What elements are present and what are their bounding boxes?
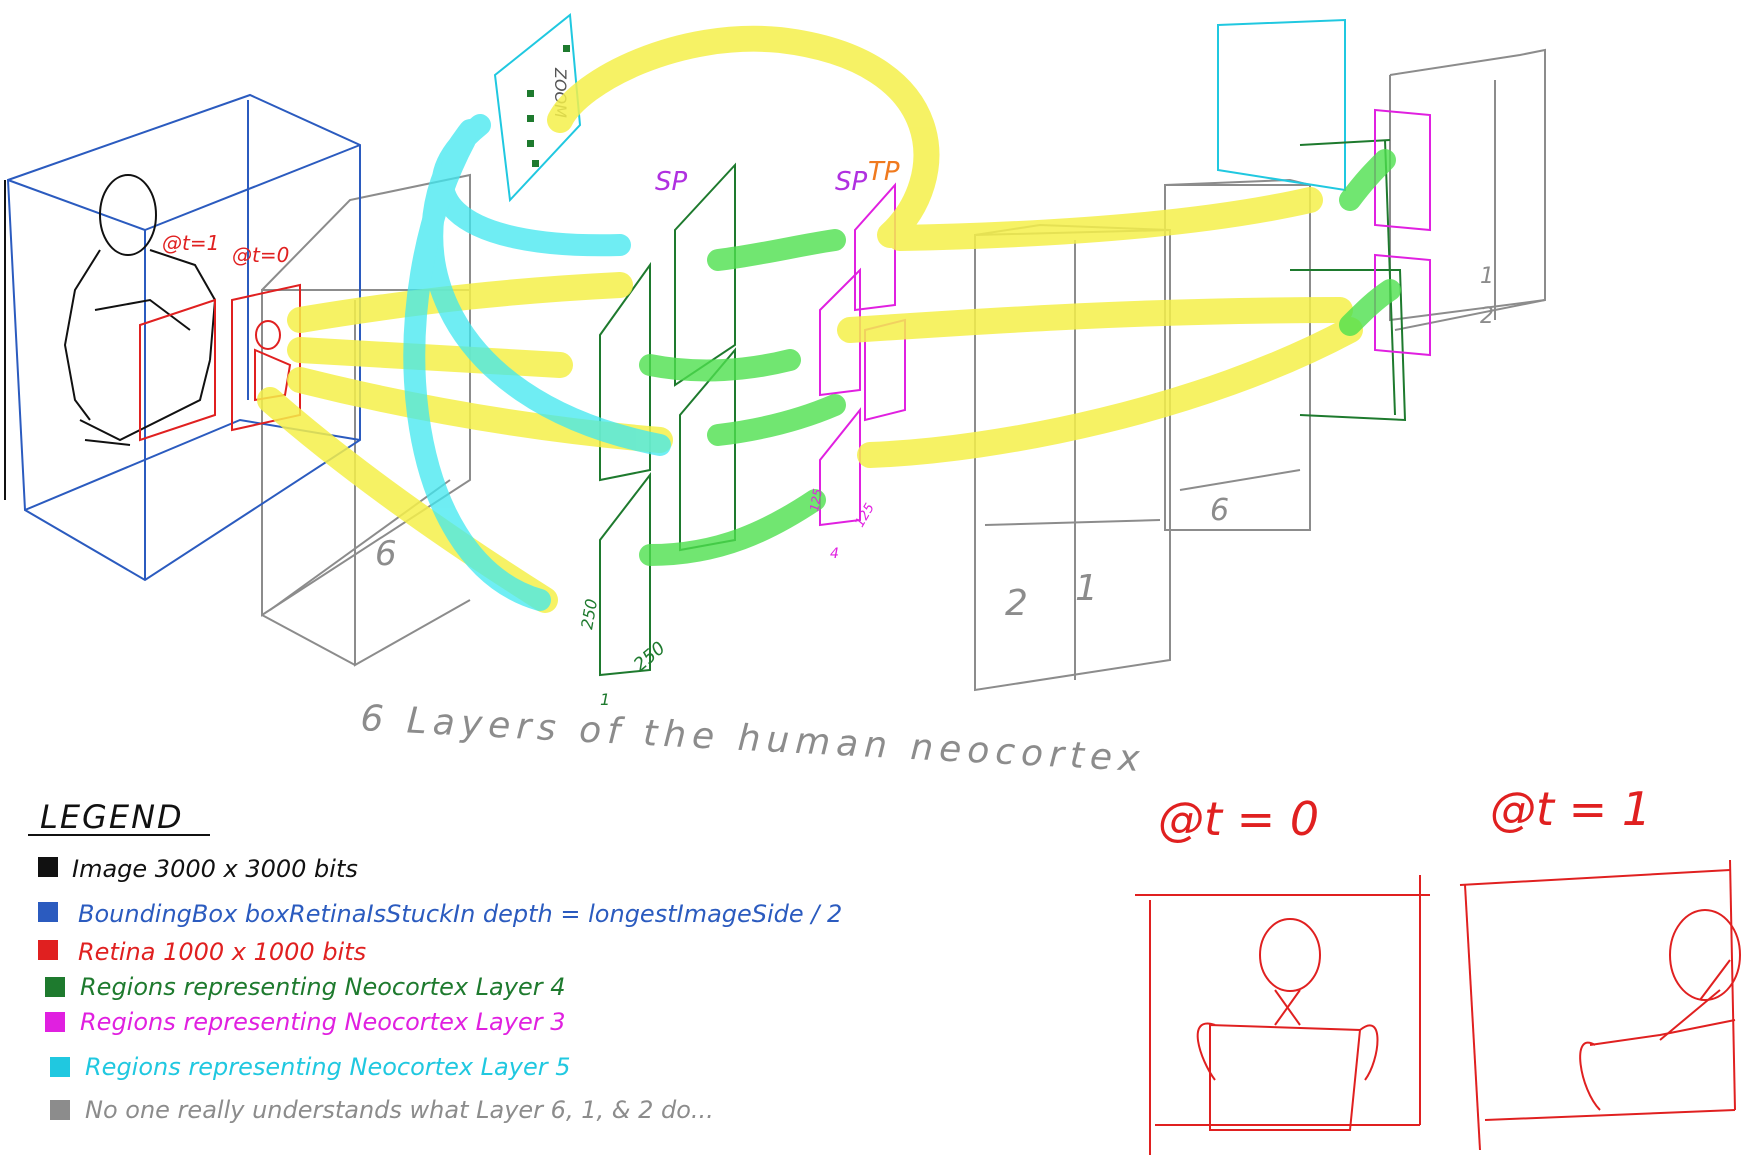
- layer1-label: 1: [1075, 568, 1098, 609]
- gray-layer-blocks: [261, 48, 1546, 692]
- frame-t1-label: @t = 1: [1490, 782, 1651, 836]
- legend-text: BoundingBox boxRetinaIsStuckIn depth = l…: [78, 900, 842, 928]
- legend-item-layer4: Regions representing Neocortex Layer 4: [45, 973, 565, 1001]
- green-arrows: [639, 149, 1401, 566]
- legend-text: Regions representing Neocortex Layer 5: [85, 1053, 570, 1081]
- right-layer2-label: 2: [1480, 304, 1494, 329]
- dim-125-b: 125: [852, 501, 877, 530]
- bounding-box: [6, 93, 361, 582]
- cyan-arrows: [403, 114, 671, 611]
- layer6-left-label: 6: [375, 534, 397, 574]
- dim-250-a: 250: [577, 597, 601, 630]
- legend-item-layer5: Regions representing Neocortex Layer 5: [50, 1053, 570, 1081]
- right-layer1-label: 1: [1480, 264, 1494, 289]
- layer4-regions: [599, 139, 1407, 677]
- tp-label: TP: [868, 157, 900, 187]
- legend-text: Regions representing Neocortex Layer 3: [80, 1008, 565, 1036]
- legend-text: No one really understands what Layer 6, …: [85, 1096, 714, 1124]
- image-figure: [4, 174, 217, 500]
- legend-text: Image 3000 x 3000 bits: [72, 855, 358, 883]
- frame-t0: @t = 0: [1135, 792, 1430, 1155]
- legend-title: LEGEND: [40, 798, 184, 836]
- zoom-pixels: [527, 45, 570, 167]
- legend-text: Regions representing Neocortex Layer 4: [80, 973, 565, 1001]
- layer6-right-label: 6: [1210, 493, 1229, 528]
- sp-label-2: SP: [835, 167, 868, 197]
- sp-label-1: SP: [655, 167, 688, 197]
- dim-125-a: 125: [807, 488, 825, 513]
- legend-item-layer3: Regions representing Neocortex Layer 3: [45, 1008, 565, 1036]
- legend-text: Retina 1000 x 1000 bits: [78, 938, 366, 966]
- dim-250-b: 250: [630, 638, 670, 676]
- dim-4: 4: [830, 546, 839, 562]
- layer2-label: 2: [1005, 583, 1028, 624]
- retina-t0-label: @t=0: [232, 243, 289, 267]
- caption: 6 Layers of the human neocortex: [360, 698, 1147, 780]
- frame-t1: @t = 1: [1459, 782, 1741, 1151]
- legend-item-other-layers: No one really understands what Layer 6, …: [50, 1096, 714, 1124]
- dim-1: 1: [600, 690, 610, 709]
- retina-t1-label: @t=1: [162, 231, 219, 255]
- legend-item-boundingbox: BoundingBox boxRetinaIsStuckIn depth = l…: [38, 900, 842, 928]
- legend-item-image: Image 3000 x 3000 bits: [38, 855, 358, 883]
- legend-item-retina: Retina 1000 x 1000 bits: [38, 938, 366, 966]
- frame-t0-label: @t = 0: [1158, 792, 1319, 846]
- legend: LEGEND Image 3000 x 3000 bits BoundingBo…: [28, 798, 842, 1124]
